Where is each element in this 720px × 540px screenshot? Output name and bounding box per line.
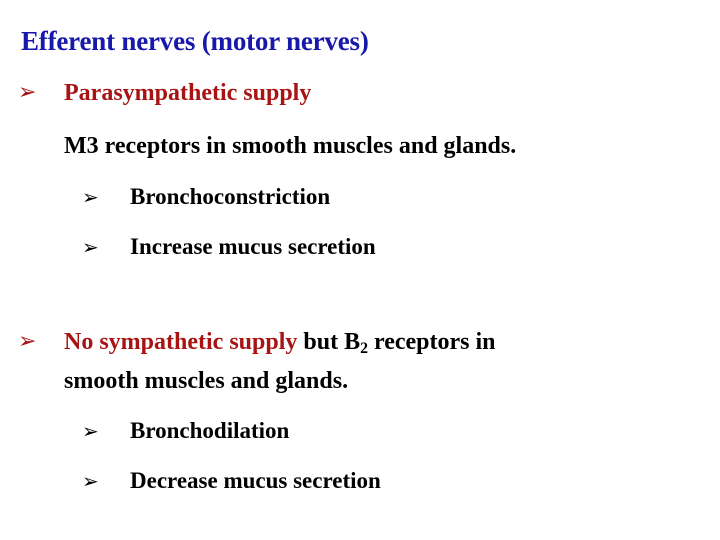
sub-bullet-item-bronchoconstriction: ➢ Bronchoconstriction <box>82 184 330 210</box>
bullet-label-subscript: 2 <box>360 340 368 358</box>
sub-bullet-item-increase-mucus-secretion: ➢ Increase mucus secretion <box>82 234 376 260</box>
arrow-bullet-icon: ➢ <box>82 235 99 259</box>
arrow-bullet-icon: ➢ <box>82 185 99 209</box>
page-title: Efferent nerves (motor nerves) <box>21 26 369 56</box>
bullet-label: No sympathetic supply but B2 receptors i… <box>64 329 496 358</box>
bullet-item-parasympathetic-supply: ➢ Parasympathetic supply <box>18 80 311 107</box>
sub-bullet-label: Bronchodilation <box>130 418 290 443</box>
section-body-m3-receptors: M3 receptors in smooth muscles and gland… <box>64 133 517 159</box>
sub-bullet-item-bronchodilation: ➢ Bronchodilation <box>82 418 289 444</box>
sub-bullet-label: Bronchoconstriction <box>130 184 331 209</box>
arrow-bullet-icon: ➢ <box>18 80 37 105</box>
bullet-label-black-pre: but B <box>297 329 361 355</box>
bullet-label: Parasympathetic supply <box>64 80 312 106</box>
arrow-bullet-icon: ➢ <box>82 419 99 443</box>
sub-bullet-label: Increase mucus secretion <box>130 234 376 259</box>
bullet-label-black-post: receptors in <box>368 329 496 355</box>
bullet-label-continuation: smooth muscles and glands. <box>64 368 349 394</box>
bullet-label-red: No sympathetic supply <box>64 329 298 355</box>
arrow-bullet-icon: ➢ <box>82 469 99 493</box>
sub-bullet-label: Decrease mucus secretion <box>130 468 381 493</box>
arrow-bullet-icon: ➢ <box>18 329 37 354</box>
bullet-item-no-sympathetic-supply: ➢ No sympathetic supply but B2 receptors… <box>18 329 496 358</box>
sub-bullet-item-decrease-mucus-secretion: ➢ Decrease mucus secretion <box>82 468 381 494</box>
